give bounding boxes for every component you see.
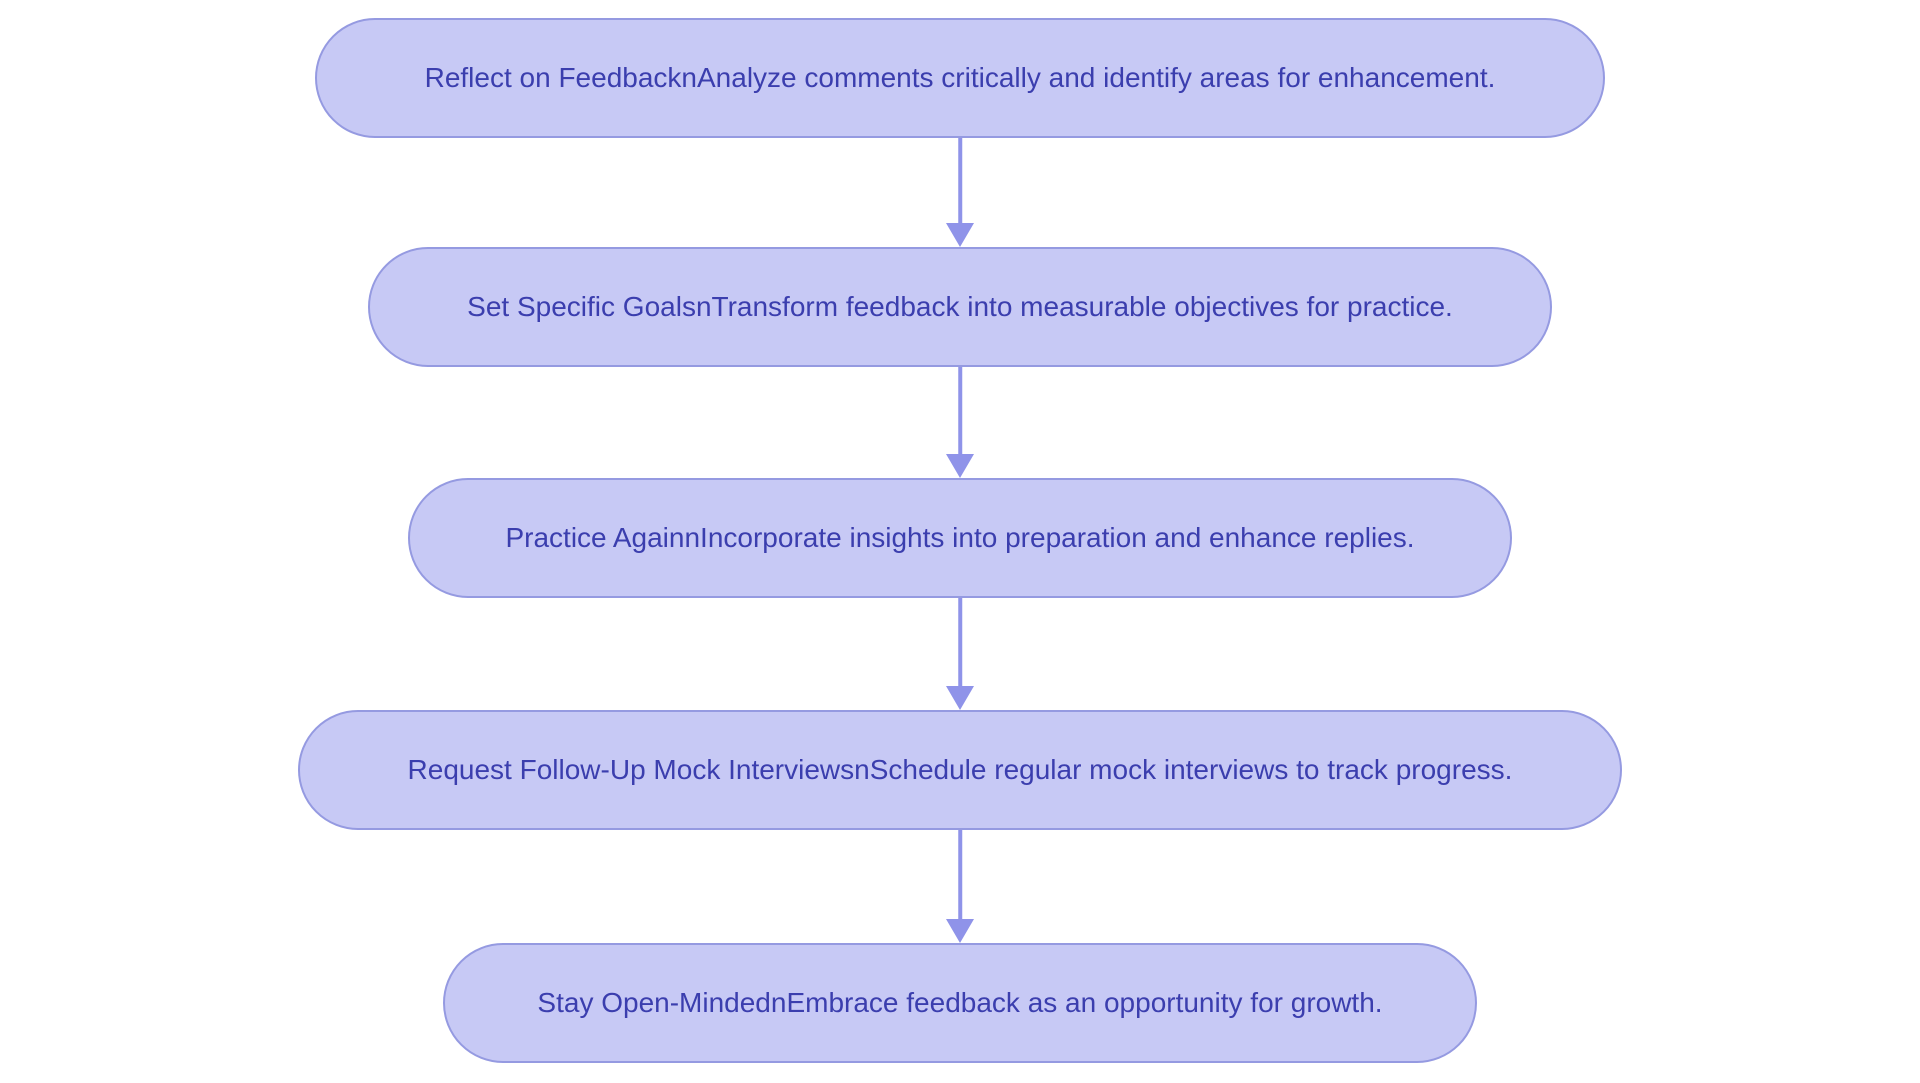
arrow-head-icon — [946, 454, 974, 478]
arrow-shaft — [958, 830, 962, 923]
arrow-head-icon — [946, 223, 974, 247]
flow-arrow-1-2 — [946, 138, 974, 247]
arrow-head-icon — [946, 686, 974, 710]
node-label: Practice AgainnIncorporate insights into… — [505, 522, 1415, 554]
flow-node-stay-open-minded: Stay Open-MindednEmbrace feedback as an … — [443, 943, 1477, 1063]
arrow-shaft — [958, 367, 962, 458]
flow-arrow-3-4 — [946, 598, 974, 710]
arrow-head-icon — [946, 919, 974, 943]
arrow-shaft — [958, 598, 962, 690]
node-label: Request Follow-Up Mock InterviewsnSchedu… — [407, 754, 1513, 786]
flow-arrow-2-3 — [946, 367, 974, 478]
arrow-shaft — [958, 138, 962, 227]
flow-node-request-follow-up-mock-interviews: Request Follow-Up Mock InterviewsnSchedu… — [298, 710, 1622, 830]
node-label: Stay Open-MindednEmbrace feedback as an … — [537, 987, 1383, 1019]
flow-node-practice-again: Practice AgainnIncorporate insights into… — [408, 478, 1512, 598]
flow-arrow-4-5 — [946, 830, 974, 943]
flow-node-reflect-on-feedback: Reflect on FeedbacknAnalyze comments cri… — [315, 18, 1605, 138]
flow-node-set-specific-goals: Set Specific GoalsnTransform feedback in… — [368, 247, 1552, 367]
node-label: Reflect on FeedbacknAnalyze comments cri… — [424, 62, 1496, 94]
node-label: Set Specific GoalsnTransform feedback in… — [467, 291, 1453, 323]
